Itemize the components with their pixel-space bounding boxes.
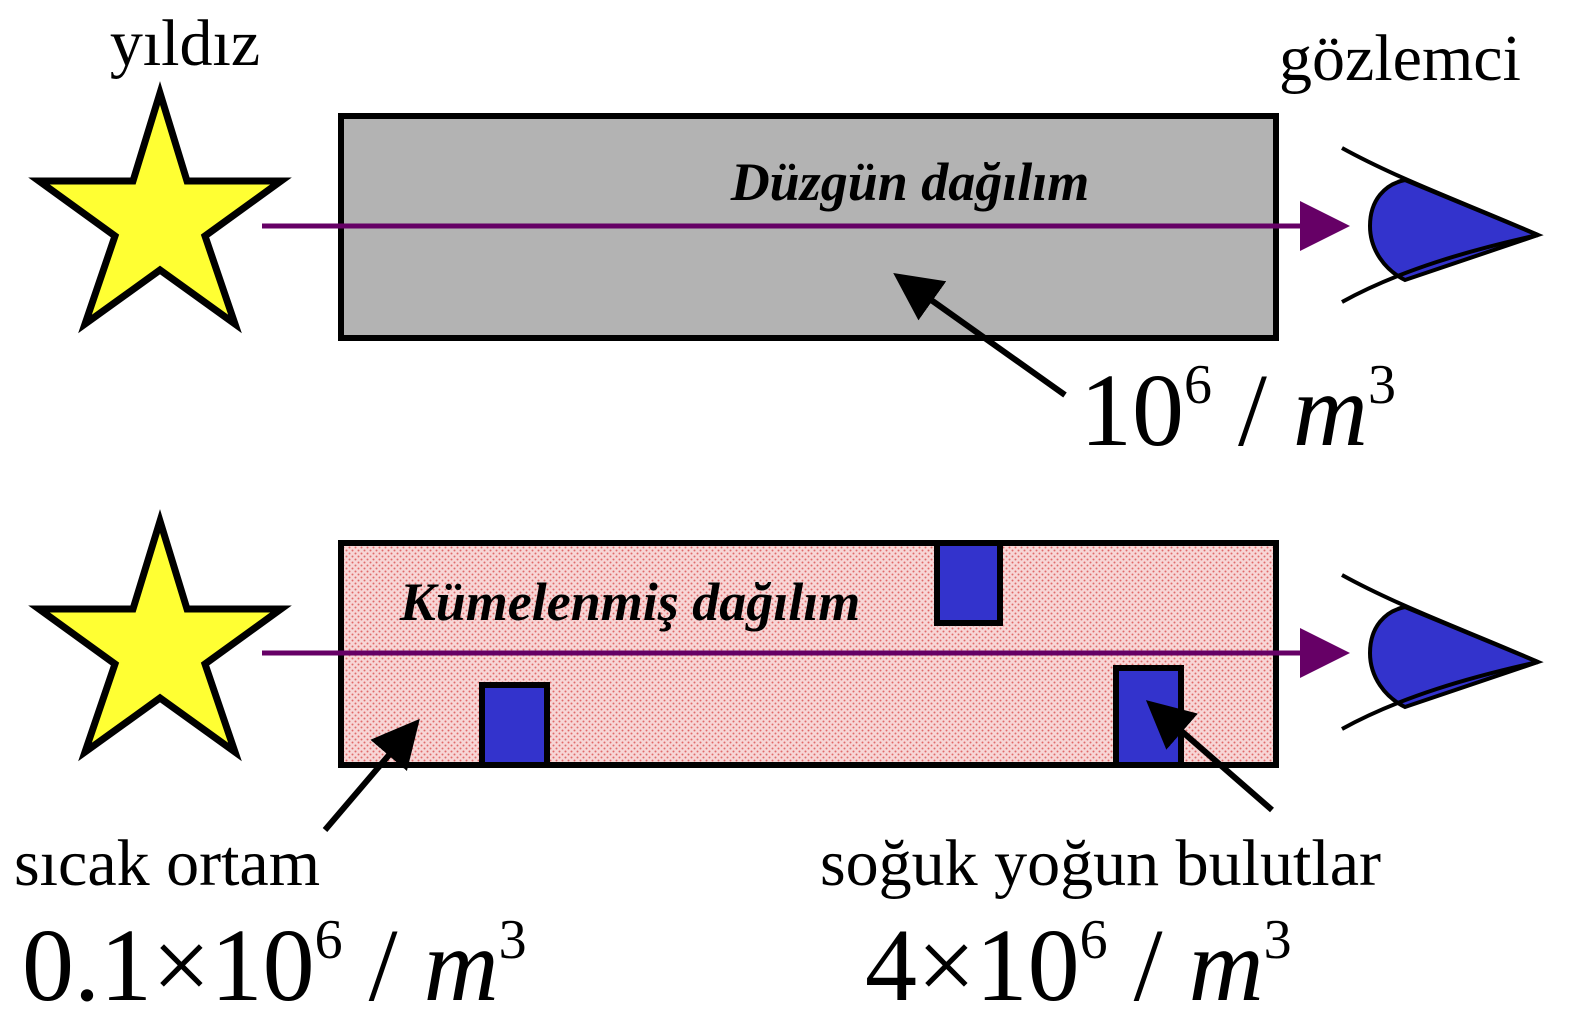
star-icon (28, 81, 292, 334)
hot-medium-pointer-arrow (322, 718, 420, 832)
cold-clouds-pointer-arrow (1145, 700, 1274, 813)
cold-clouds-label: soğuk yoğun bulutlar (820, 827, 1381, 900)
uniform-density-value: 106 / m3 (1080, 353, 1396, 468)
observer-label: gözlemci (1279, 22, 1521, 95)
clumped-distribution-title: Kümelenmiş dağılım (399, 572, 861, 632)
uniform-density-pointer-arrow (893, 273, 1067, 398)
star-icon (28, 509, 292, 762)
cold-cloud (934, 540, 1003, 626)
eye-icon (1341, 573, 1544, 731)
uniform-distribution-title: Düzgün dağılım (730, 152, 1090, 212)
star-label: yıldız (110, 7, 260, 80)
cold-cloud (479, 682, 550, 768)
hot-density-value: 0.1×106 / m3 (22, 908, 527, 1017)
eye-icon (1341, 146, 1544, 304)
hot-medium-label: sıcak ortam (14, 827, 320, 900)
cold-cloud (1113, 665, 1184, 768)
cold-density-value: 4×106 / m3 (865, 908, 1292, 1017)
